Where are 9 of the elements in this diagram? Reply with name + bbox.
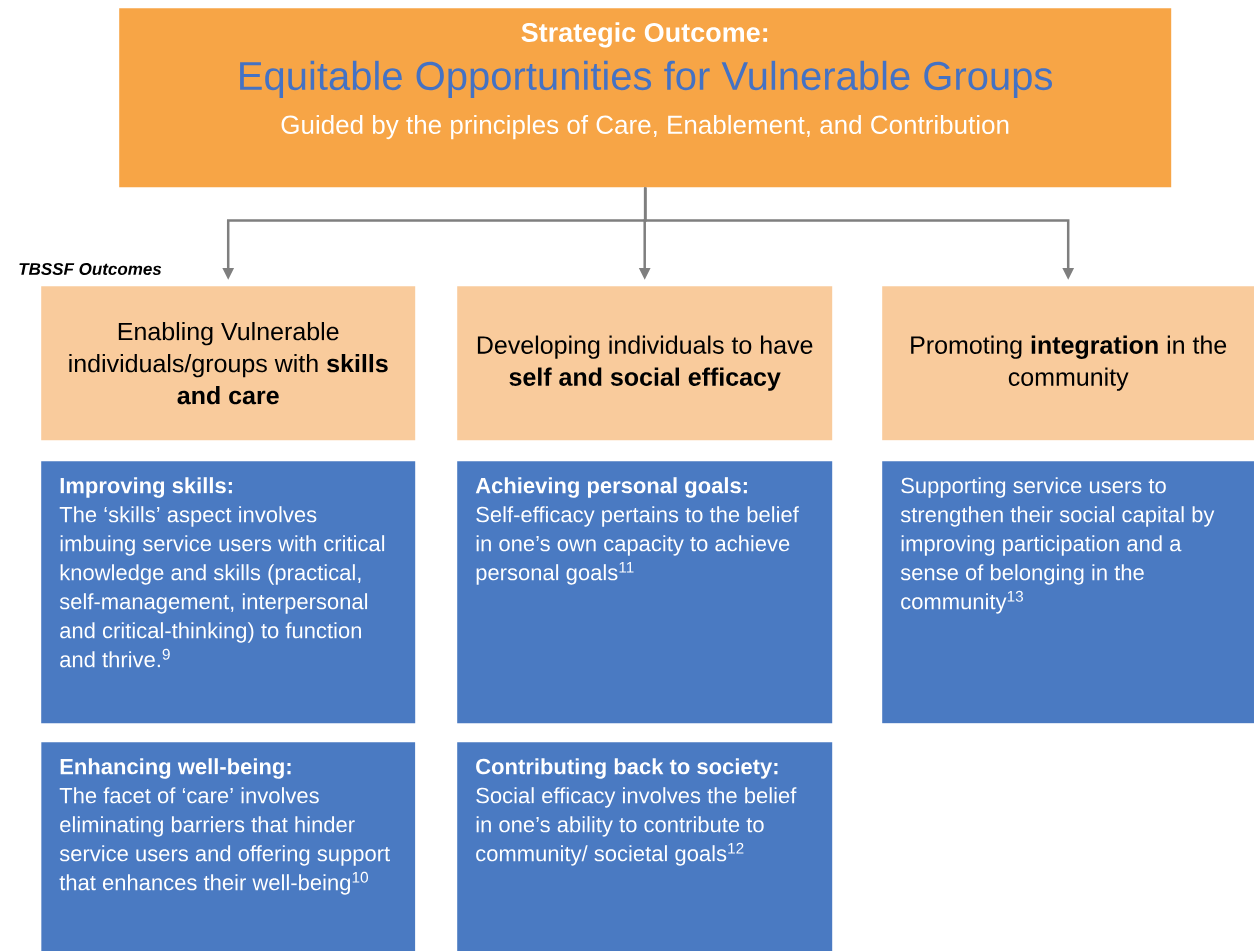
outcome-box: Promoting integration in the community	[882, 286, 1254, 441]
outcome-box: Enabling Vulnerable individuals/groups with skills and care	[41, 286, 416, 441]
description-box: Enhancing well-being: The facet of ‘care’ involves eliminating barriers that hinder service users and offering support that enhances their well-being$^{10}$	[41, 742, 416, 951]
description-box: Achieving personal goals: Self-efficacy pertains to the belief in one’s own capacity to achieve personal goals$^{11}$	[457, 461, 833, 724]
description-box: Contributing back to society: Social efficacy involves the belief in one’s ability to contribute to community/ societal goals$^{12}$	[457, 742, 833, 951]
outcome-box: Developing individuals to have self and social efficacy	[457, 286, 833, 441]
description-box: Supporting service users to strengthen their social capital by improving participation and a sense of belonging in the community$^{13}$	[882, 461, 1254, 724]
description-box: Improving skills: The ‘skills’ aspect involves imbuing service users with critical knowledge and skills (practical, self-management, interpersonal and critical-thinking) to function and thrive.$^{9}$	[41, 461, 416, 724]
outcome-banner: Strategic Outcome: Equitable Opportunities for Vulnerable Groups Guided by the principles of Care, Enablement, and Contribution	[119, 8, 1172, 188]
